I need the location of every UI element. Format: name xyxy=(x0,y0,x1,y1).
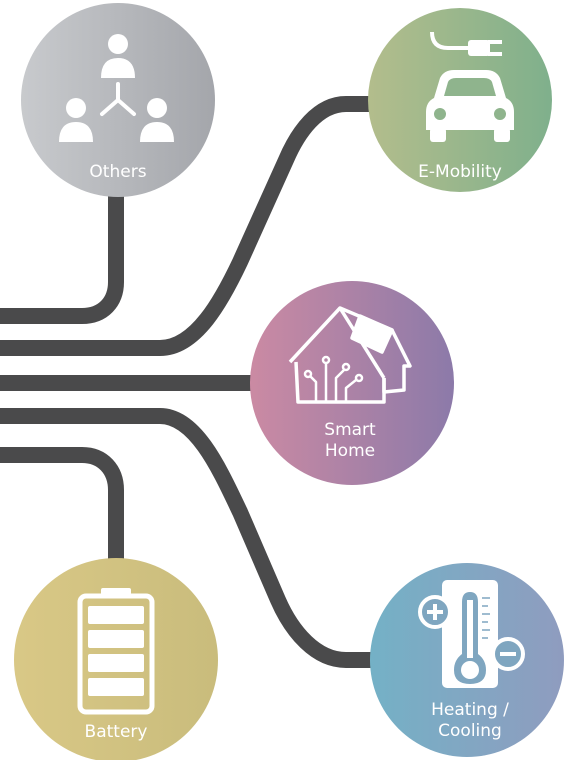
node-label-emobility: E-Mobility xyxy=(418,162,502,182)
people-network-icon xyxy=(59,34,174,142)
node-heating[interactable] xyxy=(370,563,564,757)
node-label-heating-line1: Heating / xyxy=(431,700,509,720)
connector-battery xyxy=(0,447,124,565)
node-battery[interactable] xyxy=(14,558,218,760)
node-label-smarthome-line2: Home xyxy=(324,441,376,461)
node-emobility[interactable] xyxy=(368,8,552,192)
node-label-battery: Battery xyxy=(84,722,148,742)
node-label-others: Others xyxy=(89,162,147,182)
connector-others xyxy=(0,196,124,324)
node-label-heating-line2: Cooling xyxy=(438,721,502,741)
connector-heating xyxy=(0,408,372,668)
connector-emobility xyxy=(0,96,375,356)
car-plug-icon xyxy=(426,31,514,142)
battery-icon xyxy=(77,588,155,715)
node-label-smarthome-line1: Smart xyxy=(324,420,376,440)
thermometer-icon xyxy=(418,580,525,688)
node-label-heating: Heating / Cooling xyxy=(410,700,530,742)
smart-house-icon xyxy=(288,306,412,404)
node-label-smarthome: Smart Home xyxy=(300,420,400,462)
node-others[interactable] xyxy=(21,3,215,197)
node-smarthome[interactable] xyxy=(250,281,454,485)
